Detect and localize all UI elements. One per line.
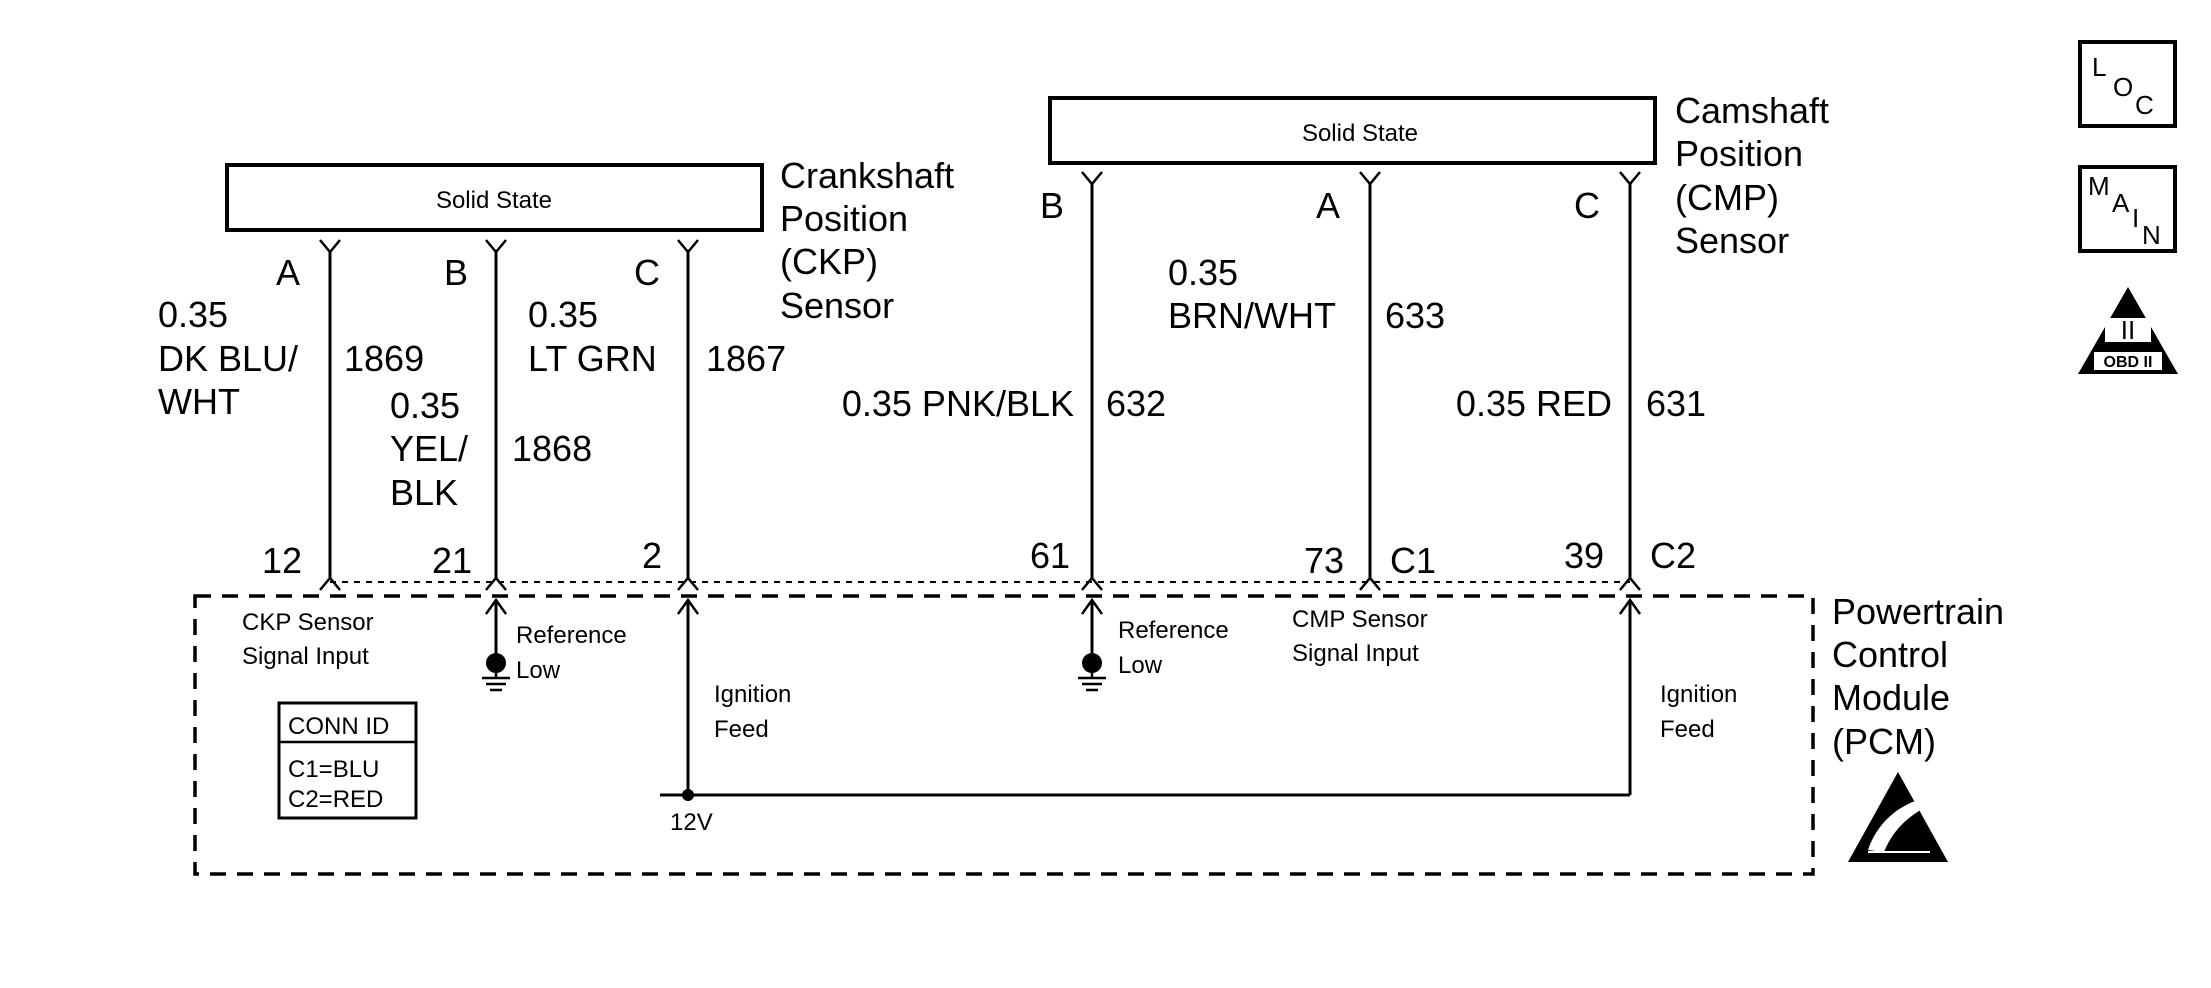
- svg-text:Low: Low: [516, 657, 561, 684]
- conn-id-c2: C2=RED: [288, 786, 383, 813]
- ckp-solid-state-label: Solid State: [436, 187, 552, 214]
- svg-text:Low: Low: [1118, 652, 1163, 679]
- cmp-solid-state-label: Solid State: [1302, 120, 1418, 147]
- wire-1869-circuit: 1869: [344, 338, 424, 379]
- pcm-pin-61: 61: [1030, 535, 1070, 576]
- wire-1869-gauge: 0.35: [158, 294, 228, 335]
- sensor-terminal-forks: [319, 171, 1641, 254]
- pcm-pin-73: 73: [1304, 540, 1344, 581]
- ckp-sensor: Solid State Crankshaft Position (CKP) Se…: [225, 155, 954, 326]
- svg-text:Feed: Feed: [714, 716, 769, 743]
- ignition-splice: [682, 789, 694, 801]
- conn-id-box: CONN ID C1=BLU C2=RED: [277, 701, 418, 820]
- svg-text:M: M: [2088, 171, 2110, 201]
- ref-low-ckp-label: Reference: [516, 622, 627, 649]
- svg-text:Control: Control: [1832, 634, 1948, 675]
- svg-text:(CMP): (CMP): [1675, 177, 1779, 218]
- svg-text:(CKP): (CKP): [780, 241, 878, 282]
- obd-ii-icon: II OBD II: [2078, 287, 2178, 374]
- cmp-pin-b: B: [1040, 185, 1064, 226]
- svg-text:L: L: [2092, 52, 2106, 82]
- ignition-feed-cmp-label: Ignition: [1660, 681, 1737, 708]
- pcm-name: Powertrain Control Module (PCM): [1832, 591, 2004, 762]
- svg-text:I: I: [2132, 203, 2139, 233]
- wire-1868-color: YEL/: [390, 428, 468, 469]
- svg-text:N: N: [2142, 220, 2161, 250]
- ground-icon-ckp: [482, 673, 510, 692]
- internal-arrows: [484, 597, 1642, 615]
- wire-632-label: 0.35 PNK/BLK: [842, 383, 1074, 424]
- ckp-sensor-name: Crankshaft Position (CKP) Sensor: [780, 155, 954, 326]
- loc-icon: L O C: [2078, 40, 2177, 128]
- wire-1869-color: DK BLU/: [158, 338, 298, 379]
- wires: [319, 171, 1641, 591]
- svg-text:Sensor: Sensor: [1675, 220, 1789, 261]
- obd-ii-numeral: II: [2121, 315, 2135, 345]
- ground-icon-cmp: [1078, 673, 1106, 692]
- pcm-terminal-forks: [319, 576, 1641, 591]
- wire-1867-color: LT GRN: [528, 338, 657, 379]
- svg-text:Position: Position: [1675, 133, 1803, 174]
- svg-text:O: O: [2113, 72, 2133, 102]
- cmp-pin-c: C: [1574, 185, 1600, 226]
- pcm-pin-39: 39: [1564, 535, 1604, 576]
- ref-low-cmp-node: [1082, 653, 1102, 673]
- wire-1868-gauge: 0.35: [390, 385, 460, 426]
- wire-631-circuit: 631: [1646, 383, 1706, 424]
- svg-text:Powertrain: Powertrain: [1832, 591, 2004, 632]
- pcm-pin-12: 12: [262, 540, 302, 581]
- pcm-pin-2: 2: [642, 535, 662, 576]
- wire-633-gauge: 0.35: [1168, 252, 1238, 293]
- cmp-sensor-body: [1048, 96, 1657, 165]
- pcm-module: Powertrain Control Module (PCM) 12 21 2 …: [193, 535, 2004, 876]
- wire-1868-color-2: BLK: [390, 472, 458, 513]
- cmp-sensor: Solid State Camshaft Position (CMP) Sens…: [1040, 90, 1829, 261]
- voltage-label: 12V: [670, 809, 713, 836]
- ckp-pin-c: C: [634, 252, 660, 293]
- svg-text:Crankshaft: Crankshaft: [780, 155, 954, 196]
- wire-1868-circuit: 1868: [512, 428, 592, 469]
- wire-633-color: BRN/WHT: [1168, 295, 1336, 336]
- svg-text:Camshaft: Camshaft: [1675, 90, 1829, 131]
- wire-1867-gauge: 0.35: [528, 294, 598, 335]
- svg-text:(PCM): (PCM): [1832, 721, 1936, 762]
- ignition-feed-ckp-label: Ignition: [714, 681, 791, 708]
- main-icon: M A I N: [2078, 165, 2177, 253]
- ckp-signal-input-label: CKP Sensor: [242, 609, 374, 636]
- wire-labels: 0.35 DK BLU/ WHT 1869 0.35 YEL/ BLK 1868…: [158, 252, 1706, 513]
- conn-id-title: CONN ID: [288, 713, 389, 740]
- svg-text:A: A: [2112, 188, 2130, 218]
- svg-text:C: C: [2135, 90, 2154, 120]
- svg-text:Position: Position: [780, 198, 908, 239]
- pcm-boundary: [193, 594, 1815, 876]
- cmp-pin-a: A: [1316, 185, 1340, 226]
- pcm-connector-c2: C2: [1650, 535, 1696, 576]
- cmp-signal-input-label: CMP Sensor: [1292, 606, 1428, 633]
- cmp-sensor-name: Camshaft Position (CMP) Sensor: [1675, 90, 1829, 261]
- conn-id-c1: C1=BLU: [288, 756, 379, 783]
- svg-text:Signal Input: Signal Input: [1292, 640, 1419, 667]
- ckp-pin-a: A: [276, 252, 300, 293]
- wire-1869-color-2: WHT: [158, 381, 240, 422]
- ref-low-cmp-label: Reference: [1118, 617, 1229, 644]
- ref-low-ckp-node: [486, 653, 506, 673]
- wire-632-circuit: 632: [1106, 383, 1166, 424]
- wire-1867-circuit: 1867: [706, 338, 786, 379]
- pcm-pin-21: 21: [432, 540, 472, 581]
- svg-text:Sensor: Sensor: [780, 285, 894, 326]
- ckp-pin-b: B: [444, 252, 468, 293]
- esd-warning-icon: [1848, 772, 1948, 862]
- wire-633-circuit: 633: [1385, 295, 1445, 336]
- svg-text:Signal Input: Signal Input: [242, 643, 369, 670]
- wire-631-label: 0.35 RED: [1456, 383, 1612, 424]
- svg-text:Feed: Feed: [1660, 716, 1715, 743]
- ckp-sensor-body: [225, 163, 764, 232]
- obd-ii-label: OBD II: [2104, 354, 2153, 371]
- pcm-connector-c1: C1: [1390, 540, 1436, 581]
- svg-text:Module: Module: [1832, 677, 1950, 718]
